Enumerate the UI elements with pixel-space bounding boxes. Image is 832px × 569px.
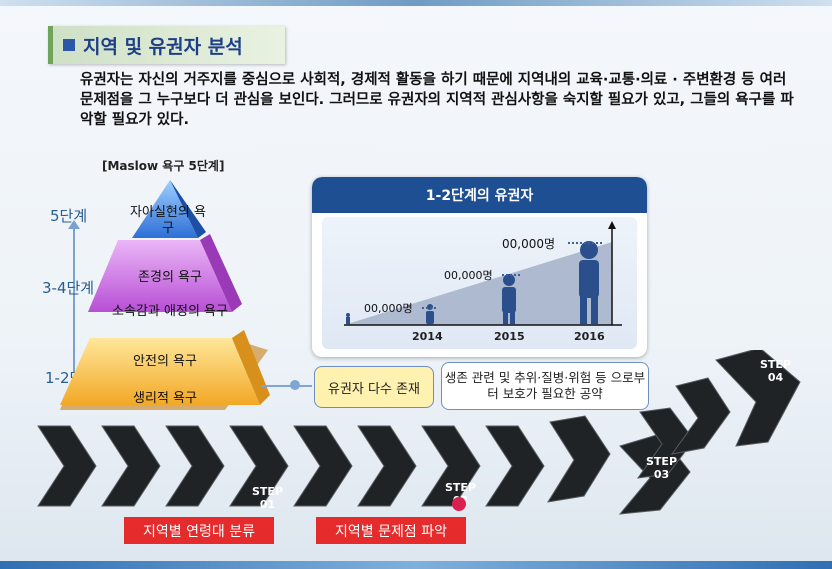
step-01-number: 01 [259, 498, 276, 511]
person-icon-2016 [579, 241, 599, 324]
step-01-label: STEP 01 [252, 485, 283, 511]
step-03-text: STEP [646, 455, 678, 468]
card-body: 00,000명 00,000명 00,000명 2014 2015 2016 [322, 217, 637, 349]
voter-growth-chart [344, 221, 622, 326]
chevron-8 [485, 425, 545, 507]
chevron-6 [357, 425, 417, 507]
dotted-leader-2014 [422, 307, 436, 309]
count-2014: 00,000명 [364, 302, 413, 315]
need-self-actualization: 자아실현의 욕구 [130, 205, 206, 236]
step-03-label: STEP 03 [646, 455, 677, 481]
chevron-5 [293, 425, 353, 507]
top-decor-bar [0, 0, 832, 6]
need-belonging: 소속감과 애정의 욕구 [112, 304, 228, 319]
region-age-label: 지역별 연령대 분류 [124, 517, 274, 544]
chevron-13-step04 [715, 350, 801, 447]
voter-card: 1-2단계의 유권자 00,000명 00,000명 [312, 177, 647, 357]
many-voters-box: 유권자 다수 존재 [314, 366, 434, 408]
step-02-text: STEP [445, 481, 477, 494]
level-3-4-label: 3-4단계 [42, 279, 95, 297]
count-2016: 00,000명 [502, 237, 556, 251]
step-01-text: STEP [252, 485, 284, 498]
bottom-decor-bar [0, 561, 832, 569]
person-icon-small [346, 313, 350, 324]
person-icon-2015 [502, 274, 516, 324]
connector-dot-icon [290, 380, 300, 390]
maslow-title: [Maslow 욕구 5단계] [102, 159, 225, 173]
intro-paragraph: 유권자는 자신의 거주지를 중심으로 사회적, 경제적 활동을 하기 때문에 지… [80, 72, 794, 128]
year-2014: 2014 [412, 330, 443, 343]
need-physiological: 생리적 욕구 [133, 391, 197, 406]
year-2015: 2015 [494, 330, 525, 343]
level-5-label: 5단계 [50, 207, 88, 225]
card-title: 1-2단계의 유권자 [312, 177, 647, 213]
pyramid-tier-purple [88, 240, 232, 312]
chevron-11 [636, 407, 695, 479]
year-2016: 2016 [574, 330, 605, 343]
chevron-4-step01 [229, 425, 289, 507]
need-safety: 안전의 욕구 [133, 354, 197, 369]
chevron-1 [37, 425, 97, 507]
growth-wedge [344, 242, 612, 325]
connector-line [262, 385, 312, 387]
maslow-pyramid [60, 180, 270, 410]
pyramid-tier-blue [132, 180, 198, 238]
step-04-number: 04 [767, 371, 784, 384]
chevron-9 [546, 415, 611, 503]
section-title-text: 지역 및 유권자 분석 [83, 35, 243, 58]
step-04-text: STEP [760, 358, 792, 371]
pointer-dot-icon [452, 497, 466, 511]
chevron-12 [670, 377, 731, 455]
level-axis-line [73, 228, 75, 373]
pyramid-tier-blue-side [170, 180, 206, 238]
pledge-box: 생존 관련 및 추위·질병·위험 등 으로부터 보호가 필요한 공약 [441, 362, 649, 410]
square-bullet-icon [63, 39, 75, 51]
chevron-3 [165, 425, 225, 507]
step-04-label: STEP 04 [760, 358, 791, 384]
pyramid-tier-yellow [60, 338, 260, 405]
level-axis-arrow-icon [68, 220, 80, 229]
section-title: 지역 및 유권자 분석 [48, 26, 285, 64]
chevron-2 [101, 425, 161, 507]
pyramid-tier-purple-side [200, 234, 242, 312]
need-esteem: 존경의 욕구 [138, 270, 202, 285]
dotted-leader-2016 [568, 242, 602, 244]
step-chevron-arrows [37, 350, 801, 515]
dotted-leader-2015 [502, 274, 520, 276]
count-2015: 00,000명 [444, 269, 493, 282]
y-axis-arrow-icon [608, 221, 616, 229]
region-issues-label: 지역별 문제점 파악 [316, 517, 466, 544]
pyramid-tier-yellow-side [232, 330, 270, 405]
step-03-number: 03 [653, 468, 670, 481]
